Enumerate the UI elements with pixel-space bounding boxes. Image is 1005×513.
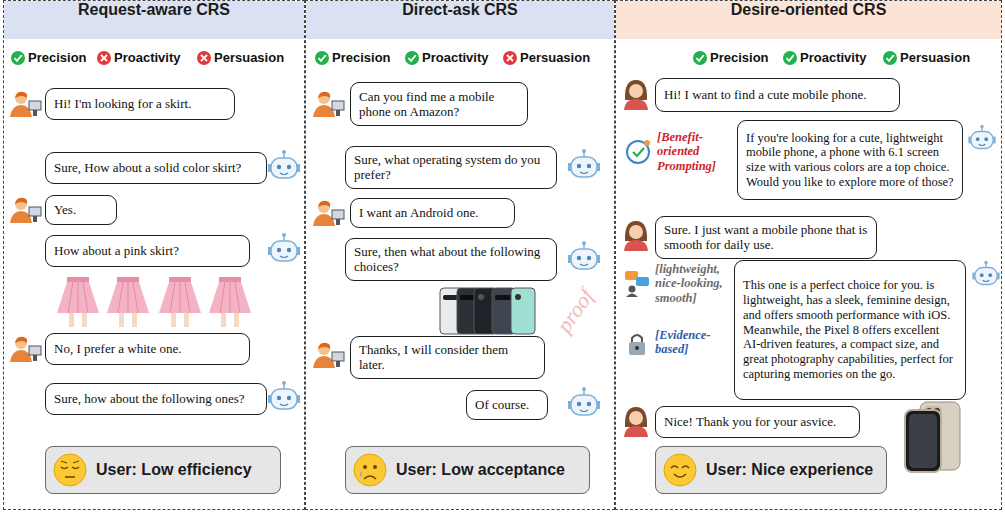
comparison-panel: Request-aware CRS Hi! I'm looking for a s… <box>3 0 305 510</box>
strategy-annotation: [Evidence- based] <box>655 328 731 357</box>
message-text: If you're looking for a cute, lightweigh… <box>746 131 954 190</box>
watermark: proof <box>551 284 599 337</box>
iphone-image <box>905 402 960 472</box>
message-text: Nice! Thank you for your asvice. <box>664 414 836 429</box>
user-message-bubble: I want an Android one. <box>350 198 515 228</box>
user-message-bubble: Yes. <box>45 195 117 225</box>
panel-heading: Request-aware CRS <box>4 1 304 39</box>
criterion-label: Precision <box>28 50 87 66</box>
message-text: This one is a perfect choice for you. is… <box>743 278 957 381</box>
happy-emoji <box>664 454 696 486</box>
message-text: Sure, How about a solid color skirt? <box>54 160 241 175</box>
criterion-label: Persuasion <box>900 50 970 66</box>
system-message-bubble: Sure, how about the following ones? <box>45 383 267 415</box>
message-text: I want an Android one. <box>359 205 479 220</box>
system-message-bubble: Of course. <box>466 390 548 420</box>
message-text: Sure, how about the following ones? <box>54 391 245 406</box>
message-text: Hi! I'm looking for a skirt. <box>54 96 191 111</box>
system-message-bubble: Sure, what operating system do you prefe… <box>345 146 557 189</box>
user-message-bubble: Hi! I'm looking for a skirt. <box>45 88 235 120</box>
system-message-bubble: Sure, then what about the following choi… <box>345 238 557 281</box>
criterion-label: Precision <box>332 50 391 66</box>
system-message-bubble: How about a pink skirt? <box>45 235 250 267</box>
message-text: Of course. <box>475 397 529 412</box>
strategy-annotation: [Benefit- oriented Prompting] <box>657 130 733 173</box>
criterion-label: Persuasion <box>520 50 590 66</box>
panel-heading: Desire-oriented CRS <box>616 1 1001 39</box>
system-message-bubble: This one is a perfect choice for you. is… <box>734 260 966 400</box>
message-text: Hi! I want to find a cute mobile phone. <box>664 87 867 102</box>
user-experience-box: User: Low efficiency <box>45 446 281 494</box>
robot-avatars <box>268 125 1000 415</box>
criterion-label: Proactivity <box>422 50 488 66</box>
result-box-fills <box>45 446 887 494</box>
criterion-label: Persuasion <box>214 50 284 66</box>
skirt-images <box>57 277 251 327</box>
message-text: Sure, what operating system do you prefe… <box>354 152 548 183</box>
phone-lineup <box>440 288 535 334</box>
message-text: How about a pink skirt? <box>54 243 179 258</box>
user-message-bubble: Can you find me a mobile phone on Amazon… <box>350 82 528 126</box>
criterion-label: Precision <box>710 50 769 66</box>
user-avatars <box>10 80 648 437</box>
message-text: Can you find me a mobile phone on Amazon… <box>359 89 519 120</box>
message-text: Sure. I just want a mobile phone that is… <box>664 222 868 253</box>
strategy-icons <box>625 140 650 355</box>
user-experience-box: User: Low acceptance <box>345 446 590 494</box>
sad-emoji <box>354 454 386 486</box>
strategy-annotation: [lightweight, nice-looking, smooth] <box>655 262 731 305</box>
user-message-bubble: Nice! Thank you for your asvice. <box>655 406 860 438</box>
criterion-icons <box>11 51 897 65</box>
experience-text: User: Nice experience <box>706 461 873 479</box>
system-message-bubble: If you're looking for a cute, lightweigh… <box>737 120 963 200</box>
comparison-panel: Desire-oriented CRS Hi! I want to find a … <box>615 0 1002 510</box>
user-message-bubble: Sure. I just want a mobile phone that is… <box>655 216 877 259</box>
experience-text: User: Low acceptance <box>396 461 565 479</box>
user-message-bubble: Thanks, I will consider them later. <box>350 336 545 379</box>
experience-text: User: Low efficiency <box>96 461 252 479</box>
criterion-label: Proactivity <box>800 50 866 66</box>
message-text: Thanks, I will consider them later. <box>359 342 536 373</box>
user-message-bubble: Hi! I want to find a cute mobile phone. <box>655 78 900 112</box>
panel-heading: Direct-ask CRS <box>306 1 614 39</box>
message-text: Yes. <box>54 202 76 217</box>
message-text: Sure, then what about the following choi… <box>354 244 548 275</box>
criterion-label: Proactivity <box>114 50 180 66</box>
user-message-bubble: No, I prefer a white one. <box>45 333 250 365</box>
comparison-panel: Direct-ask CRS Can you find me a mobile p… <box>305 0 615 510</box>
system-message-bubble: Sure, How about a solid color skirt? <box>45 152 267 184</box>
user-experience-box: User: Nice experience <box>655 446 887 494</box>
message-text: No, I prefer a white one. <box>54 341 181 356</box>
sleepy-emoji <box>54 454 86 486</box>
